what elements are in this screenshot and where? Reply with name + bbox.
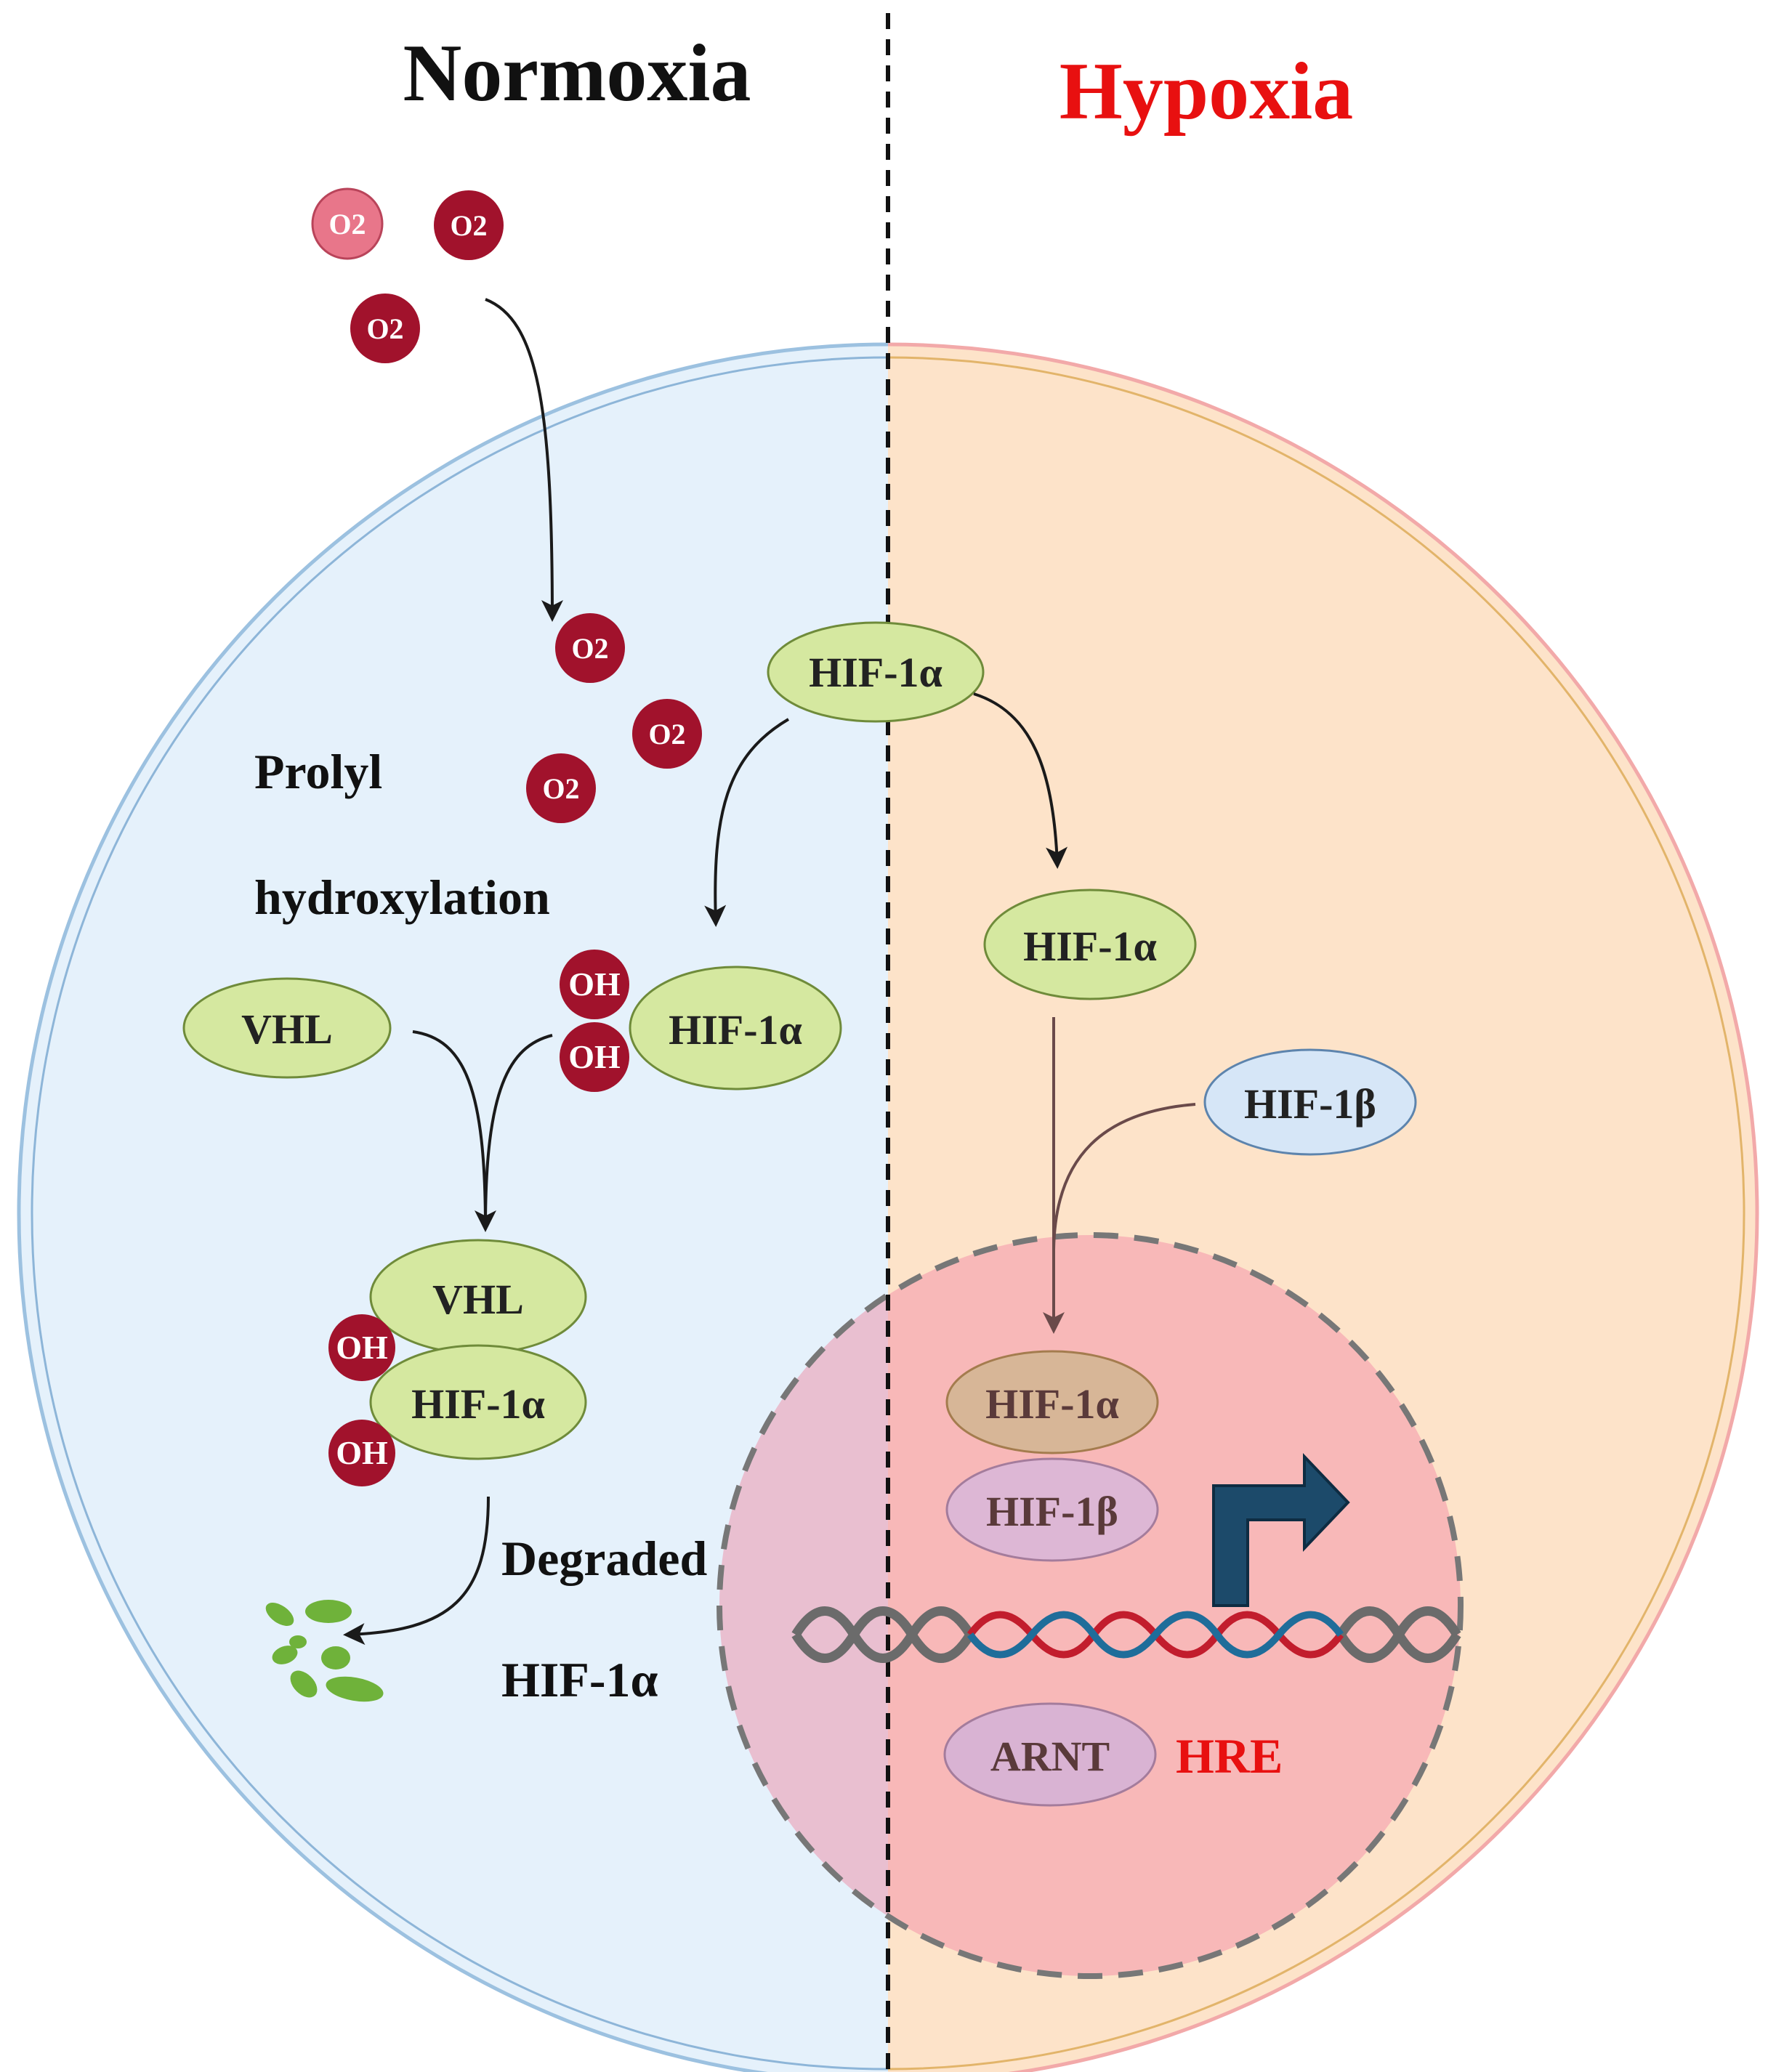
svg-text:OH: OH xyxy=(568,966,621,1003)
svg-text:O2: O2 xyxy=(328,208,366,240)
hif1a-binding-arrow xyxy=(484,1034,553,1229)
degraded-protein-fragments-icon xyxy=(265,1600,384,1702)
hypoxia-cell-membrane xyxy=(888,356,1745,2071)
nuclear-envelope xyxy=(717,1232,1464,1979)
hif1a-complex-pill: HIF-1α xyxy=(369,1344,587,1460)
prolyl-label: Prolyl xyxy=(254,744,382,799)
vhl-pill: VHL xyxy=(182,977,392,1079)
svg-text:HIF-1α: HIF-1α xyxy=(669,1006,802,1053)
hydroxyl-group-icon: OH xyxy=(560,1022,629,1092)
oxygen-entry-arrow xyxy=(485,298,563,622)
svg-text:O2: O2 xyxy=(542,772,579,805)
vhl-binding-arrow xyxy=(412,1030,496,1232)
svg-text:HIF-1α: HIF-1α xyxy=(1023,923,1157,970)
degradation-arrow xyxy=(343,1496,490,1646)
hydroxyl-group-icon: OH xyxy=(560,950,629,1019)
svg-text:OH: OH xyxy=(336,1434,388,1471)
svg-text:HIF-1α: HIF-1α xyxy=(809,649,943,696)
hif1b-join-arrow xyxy=(1052,1103,1196,1250)
degraded-label: Degraded xyxy=(501,1531,707,1586)
vhl-complex-pill: VHL xyxy=(369,1239,587,1355)
stabilization-arrow xyxy=(973,692,1068,869)
normoxia-cell-membrane xyxy=(31,356,888,2071)
svg-text:HIF-1α: HIF-1α xyxy=(985,1380,1119,1428)
svg-text:O2: O2 xyxy=(648,718,685,750)
oxygen-molecule-icon: O2 xyxy=(632,699,702,769)
oxygen-molecule-icon: O2 xyxy=(434,190,504,260)
nucleus-left-half xyxy=(719,1295,888,1917)
oxygen-molecule-icon: O2 xyxy=(311,187,384,260)
svg-text:HIF-1β: HIF-1β xyxy=(1244,1080,1376,1128)
svg-text:VHL: VHL xyxy=(241,1005,333,1053)
svg-text:HIF-1β: HIF-1β xyxy=(986,1488,1118,1535)
oxygen-molecule-icon: O2 xyxy=(555,613,625,683)
svg-text:VHL: VHL xyxy=(432,1276,524,1323)
dna-double-helix-icon xyxy=(791,1606,1461,1663)
hif1b-cytoplasmic-pill: HIF-1β xyxy=(1203,1048,1417,1156)
svg-text:O2: O2 xyxy=(571,632,608,665)
svg-text:OH: OH xyxy=(568,1038,621,1075)
hydroxyl-group-icon: OH xyxy=(328,1420,395,1486)
oxygen-molecule-icon: O2 xyxy=(350,294,420,363)
hre-label: HRE xyxy=(1176,1728,1283,1784)
degraded-hif1a-label: HIF-1α xyxy=(501,1652,658,1707)
svg-text:OH: OH xyxy=(336,1329,388,1366)
hif1b-nuclear-pill: HIF-1β xyxy=(945,1457,1159,1562)
arnt-pill: ARNT xyxy=(943,1702,1157,1807)
normoxia-title: Normoxia xyxy=(403,28,751,118)
transcription-start-arrow-icon xyxy=(1212,1453,1350,1607)
hydroxyl-group-icon: OH xyxy=(328,1314,395,1381)
svg-text:O2: O2 xyxy=(450,209,487,242)
oxygen-molecule-icon: O2 xyxy=(526,753,596,823)
svg-text:O2: O2 xyxy=(366,312,403,345)
hif1a-nuclear-pill: HIF-1α xyxy=(945,1350,1159,1454)
hif1a-cytoplasmic-pill: HIF-1α xyxy=(767,621,985,723)
hydroxylation-label: hydroxylation xyxy=(254,870,550,925)
hypoxia-title: Hypoxia xyxy=(1059,46,1354,137)
svg-text:ARNT: ARNT xyxy=(990,1733,1110,1780)
normoxia-cytoplasm xyxy=(17,342,888,2072)
svg-text:HIF-1α: HIF-1α xyxy=(411,1380,545,1428)
hif1a-stabilized-pill: HIF-1α xyxy=(983,889,1197,1000)
nucleus xyxy=(717,1232,1464,1979)
hif1a-hydroxylated-pill: HIF-1α xyxy=(629,966,842,1090)
hydroxylation-arrow xyxy=(704,718,790,927)
